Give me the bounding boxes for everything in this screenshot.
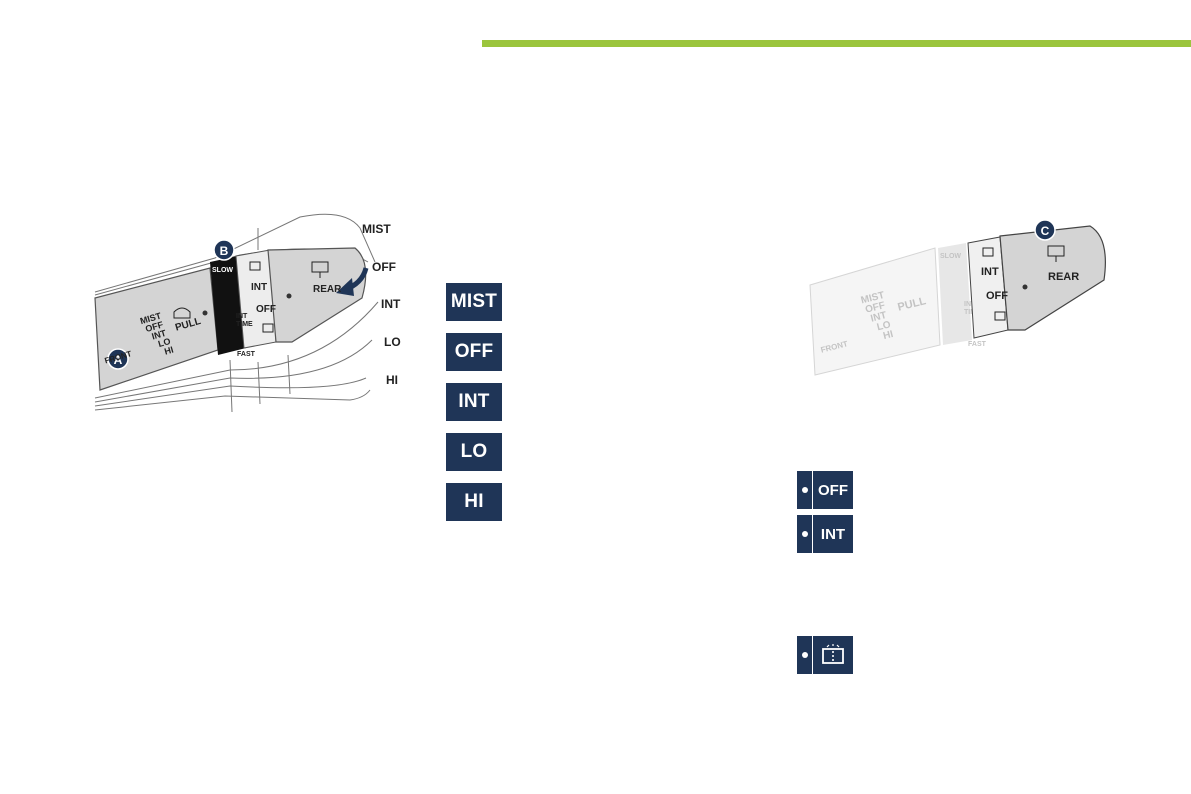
rear-washer-icon xyxy=(822,644,844,664)
section-header-bar xyxy=(482,40,1191,47)
position-label-mist: MIST xyxy=(362,222,391,236)
ring-time-label: TIME xyxy=(236,321,253,328)
mode-badge-hi: HI xyxy=(446,483,502,521)
stalk-mode-lo: LO xyxy=(157,336,172,349)
rear-badge-off: OFF xyxy=(797,471,853,509)
rear-diagram-mode-int: INT xyxy=(870,310,888,325)
tip-rear-label: REAR xyxy=(313,284,342,295)
dot-icon xyxy=(797,515,813,553)
rear-badge-off-label: OFF xyxy=(818,481,848,499)
front-wiper-stalk-diagram: A B FRONT MIST OFF INT LO HI PULL SLOW F… xyxy=(94,213,401,413)
position-label-lo: LO xyxy=(384,335,401,349)
rear-badge-int-label: INT xyxy=(820,525,846,543)
tip-int-label: INT xyxy=(251,282,267,293)
position-label-int: INT xyxy=(381,297,401,311)
position-label-hi: HI xyxy=(386,373,398,387)
rear-wiper-symbol-icon xyxy=(311,261,329,278)
wiper-symbol-icon xyxy=(249,261,261,271)
dot-icon xyxy=(797,471,813,509)
rear-tip-wiper-icon xyxy=(1047,245,1065,262)
rear-tip-rear-label: REAR xyxy=(1048,271,1079,283)
rear-badge-washer xyxy=(797,636,853,674)
stalk-mode-hi: HI xyxy=(163,345,174,357)
mode-badge-int: INT xyxy=(446,383,502,421)
callout-b: B xyxy=(220,244,229,258)
rear-washer-symbol-icon xyxy=(994,311,1006,321)
rear-wiper-symbol-icon xyxy=(982,247,994,257)
rear-badge-int: INT xyxy=(797,515,853,553)
ring-slow-label: SLOW xyxy=(212,267,233,274)
position-label-off: OFF xyxy=(372,260,396,274)
mode-badge-lo: LO xyxy=(446,433,502,471)
stalk-mode-int: INT xyxy=(151,328,168,342)
mode-badge-mist: MIST xyxy=(446,283,502,321)
front-wiper-symbol-icon xyxy=(173,307,191,319)
tip-off-label: OFF xyxy=(256,304,276,315)
ring-fast-label: FAST xyxy=(237,351,256,358)
rear-diagram-mode-hi: HI xyxy=(882,329,895,342)
ring-int-label: INT xyxy=(236,313,248,320)
callout-c: C xyxy=(1041,224,1050,238)
rear-diagram-mode-off: OFF xyxy=(864,300,886,316)
dot-icon xyxy=(797,636,813,674)
rear-wiper-stalk-diagram: FRONT MIST OFF INT LO HI PULL SLOW FAST … xyxy=(809,219,1106,376)
rear-diagram-ring-fast: FAST xyxy=(968,341,987,348)
rear-diagram-mode-lo: LO xyxy=(876,319,892,333)
rear-diagram-ring-int: INT xyxy=(964,301,976,308)
callout-a: A xyxy=(114,353,123,367)
rear-tip-int-label: INT xyxy=(981,266,999,278)
rear-diagram-ring-slow: SLOW xyxy=(940,253,961,260)
rear-tip-off-label: OFF xyxy=(986,290,1008,302)
washer-symbol-icon xyxy=(262,323,274,333)
mode-badge-off: OFF xyxy=(446,333,502,371)
stalk-mode-off: OFF xyxy=(144,319,165,334)
